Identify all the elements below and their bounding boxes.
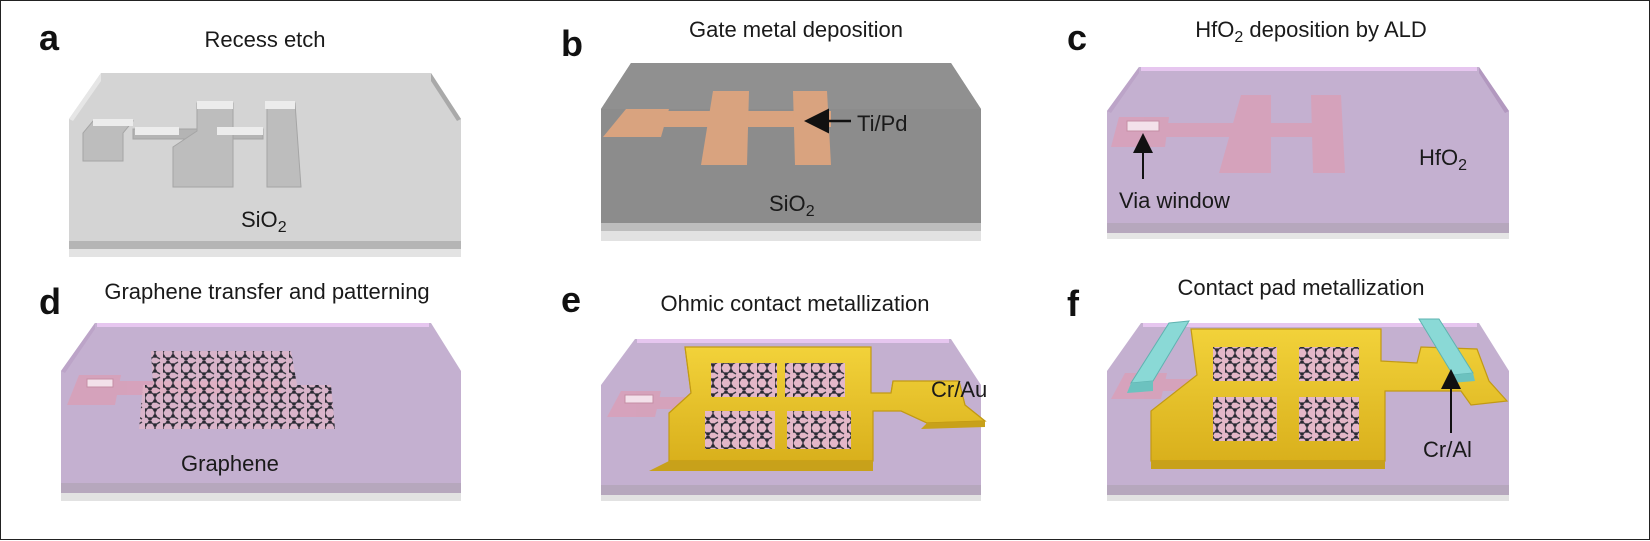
panel-title-c: HfO2 deposition by ALD bbox=[1195, 17, 1427, 46]
panel-b-chip bbox=[601, 63, 981, 241]
panel-title-f: Contact pad metallization bbox=[1177, 275, 1425, 300]
buried-gate bbox=[1111, 95, 1345, 173]
label-cr-al: Cr/Al bbox=[1423, 437, 1472, 462]
panel-letter-b: b bbox=[561, 23, 583, 64]
panel-letter-f: f bbox=[1067, 283, 1079, 324]
panel-a-chip bbox=[69, 73, 461, 257]
panel-title-b: Gate metal deposition bbox=[688, 17, 904, 42]
panel-title-e: Ohmic contact metallization bbox=[660, 291, 930, 316]
via-window bbox=[1126, 120, 1160, 132]
label-ti-pd: Ti/Pd bbox=[857, 111, 908, 136]
panel-d-chip bbox=[61, 323, 461, 501]
label-hfo2: HfO2 bbox=[1419, 145, 1468, 174]
gate-metal bbox=[603, 91, 831, 165]
via-window bbox=[86, 378, 114, 388]
contact-pad-left bbox=[1127, 320, 1190, 393]
via-window bbox=[624, 394, 654, 404]
panel-letter-c: c bbox=[1067, 17, 1088, 58]
panel-title-a: Recess etch bbox=[204, 27, 326, 52]
panel-c-chip bbox=[1107, 67, 1509, 239]
panel-letter-e: e bbox=[561, 279, 582, 320]
label-sio2-b: SiO2 bbox=[769, 191, 815, 220]
panel-letter-a: a bbox=[39, 17, 60, 58]
label-graphene: Graphene bbox=[181, 451, 279, 476]
label-cr-au: Cr/Au bbox=[931, 377, 988, 402]
panel-e-chip bbox=[601, 339, 987, 501]
label-via-window: Via window bbox=[1119, 188, 1230, 213]
graphene-sheet bbox=[139, 351, 335, 429]
panel-title-d: Graphene transfer and patterning bbox=[104, 279, 430, 304]
panel-f-chip bbox=[1107, 318, 1509, 501]
panel-letter-d: d bbox=[39, 281, 61, 322]
label-sio2-a: SiO2 bbox=[241, 207, 287, 236]
